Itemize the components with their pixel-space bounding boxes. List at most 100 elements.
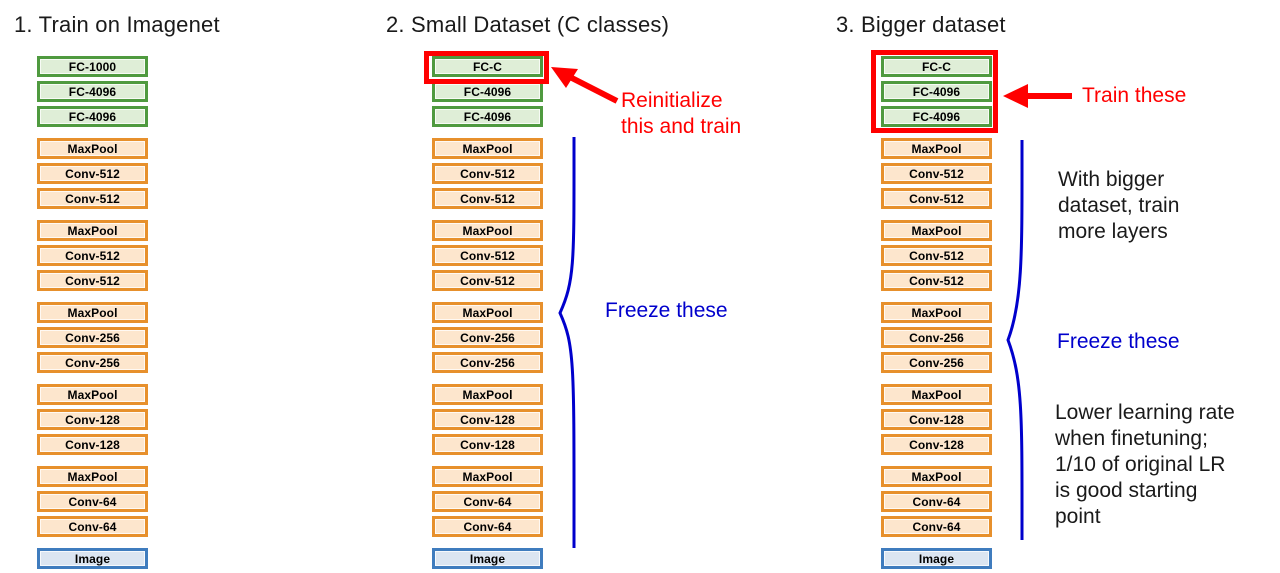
column-title-bigger-dataset: 3. Bigger dataset: [836, 12, 1006, 37]
layer-group-input: Image: [881, 548, 992, 569]
layer-block: FC-C: [432, 56, 543, 77]
layer-group-conv256: MaxPool Conv-256 Conv-256: [881, 302, 992, 373]
layer-block: FC-4096: [881, 106, 992, 127]
layer-block: Conv-256: [881, 352, 992, 373]
layer-block: MaxPool: [37, 220, 148, 241]
layer-label: Conv-128: [435, 412, 540, 427]
layer-label: MaxPool: [884, 469, 989, 484]
arrow-reinitialize: [551, 67, 619, 104]
layer-label: MaxPool: [40, 387, 145, 402]
highlight-box-reinitialize: [424, 51, 549, 84]
layer-label: Conv-256: [884, 355, 989, 370]
layer-block: MaxPool: [432, 302, 543, 323]
annotation-reinitialize: Reinitialize this and train: [621, 89, 742, 138]
layer-label: MaxPool: [435, 223, 540, 238]
layer-label: MaxPool: [40, 141, 145, 156]
layer-block: Conv-256: [37, 327, 148, 348]
layer-block: MaxPool: [432, 384, 543, 405]
layer-block: Conv-256: [432, 352, 543, 373]
layer-label: Conv-512: [435, 273, 540, 288]
layer-group-fc: FC-C FC-4096 FC-4096: [881, 56, 992, 127]
layer-block: MaxPool: [432, 466, 543, 487]
layer-block: Conv-256: [37, 352, 148, 373]
layer-label: Conv-512: [40, 166, 145, 181]
annotation-freeze-these-column-3: Freeze these: [1057, 330, 1180, 353]
layer-block: Conv-512: [37, 245, 148, 266]
layer-block: Conv-512: [881, 163, 992, 184]
layer-block: MaxPool: [37, 466, 148, 487]
layer-label: Conv-512: [884, 166, 989, 181]
layer-label: Conv-256: [884, 330, 989, 345]
layer-block: Conv-512: [881, 245, 992, 266]
layer-label: Conv-128: [435, 437, 540, 452]
layer-group-conv128: MaxPool Conv-128 Conv-128: [37, 384, 148, 455]
layer-label: Conv-256: [435, 330, 540, 345]
layer-block: Conv-512: [37, 270, 148, 291]
layer-group-conv512-b: MaxPool Conv-512 Conv-512: [432, 220, 543, 291]
layer-label: MaxPool: [40, 469, 145, 484]
layer-group-conv512-b: MaxPool Conv-512 Conv-512: [37, 220, 148, 291]
annotation-bigger-dataset: With bigger dataset, train more layers: [1058, 168, 1180, 243]
layer-group-conv512-a: MaxPool Conv-512 Conv-512: [432, 138, 543, 209]
layer-block: MaxPool: [881, 466, 992, 487]
layer-block: MaxPool: [881, 302, 992, 323]
layer-label: FC-C: [435, 59, 540, 74]
layer-block: FC-4096: [881, 81, 992, 102]
layer-block: FC-4096: [37, 81, 148, 102]
layer-block: Conv-128: [37, 434, 148, 455]
layer-label: Conv-128: [884, 437, 989, 452]
layer-label: MaxPool: [884, 387, 989, 402]
annotation-freeze-these-column-2: Freeze these: [605, 299, 728, 322]
layer-label: MaxPool: [435, 387, 540, 402]
arrow-train-these: [1003, 84, 1072, 108]
layer-block: MaxPool: [37, 138, 148, 159]
layer-label: MaxPool: [884, 305, 989, 320]
layer-block: Conv-512: [881, 270, 992, 291]
layer-label: Conv-512: [884, 273, 989, 288]
layer-group-conv128: MaxPool Conv-128 Conv-128: [432, 384, 543, 455]
layer-label: FC-4096: [884, 84, 989, 99]
layer-label: FC-4096: [435, 109, 540, 124]
layer-label: FC-1000: [40, 59, 145, 74]
layer-label: Conv-256: [435, 355, 540, 370]
layer-label: FC-C: [884, 59, 989, 74]
layer-block: MaxPool: [432, 220, 543, 241]
annotation-train-these: Train these: [1082, 84, 1187, 107]
highlight-box-train-these: [871, 50, 998, 133]
layer-label: MaxPool: [435, 469, 540, 484]
layer-label: Conv-128: [40, 437, 145, 452]
network-stack-column-2: FC-C FC-4096 FC-4096 MaxPool Conv-512 Co…: [432, 56, 543, 569]
layer-label: Conv-64: [40, 519, 145, 534]
layer-block: Conv-64: [432, 516, 543, 537]
network-stack-column-3: FC-C FC-4096 FC-4096 MaxPool Conv-512 Co…: [881, 56, 992, 569]
layer-block: Conv-128: [881, 409, 992, 430]
layer-block: Conv-512: [432, 163, 543, 184]
layer-group-fc: FC-C FC-4096 FC-4096: [432, 56, 543, 127]
layer-block: Conv-128: [432, 434, 543, 455]
layer-block: Conv-128: [37, 409, 148, 430]
brace-freeze-column-3: [1006, 139, 1024, 541]
layer-label: FC-4096: [40, 84, 145, 99]
layer-label: Conv-512: [884, 191, 989, 206]
layer-group-conv64: MaxPool Conv-64 Conv-64: [432, 466, 543, 537]
layer-label: MaxPool: [884, 141, 989, 156]
layer-label: Conv-64: [435, 519, 540, 534]
layer-label: Conv-256: [40, 330, 145, 345]
layer-block: Conv-256: [881, 327, 992, 348]
layer-block: Conv-64: [432, 491, 543, 512]
layer-block: Conv-64: [881, 491, 992, 512]
layer-label: Conv-256: [40, 355, 145, 370]
layer-block: MaxPool: [881, 138, 992, 159]
layer-label: MaxPool: [435, 141, 540, 156]
column-title-train-on-imagenet: 1. Train on Imagenet: [14, 12, 220, 37]
layer-block: Conv-512: [432, 188, 543, 209]
layer-label: MaxPool: [40, 223, 145, 238]
layer-label: FC-4096: [435, 84, 540, 99]
layer-group-conv512-b: MaxPool Conv-512 Conv-512: [881, 220, 992, 291]
layer-block: FC-1000: [37, 56, 148, 77]
annotation-lower-learning-rate: Lower learning rate when finetuning; 1/1…: [1055, 401, 1235, 528]
layer-block-image: Image: [37, 548, 148, 569]
layer-block: MaxPool: [881, 220, 992, 241]
layer-block: Conv-128: [881, 434, 992, 455]
